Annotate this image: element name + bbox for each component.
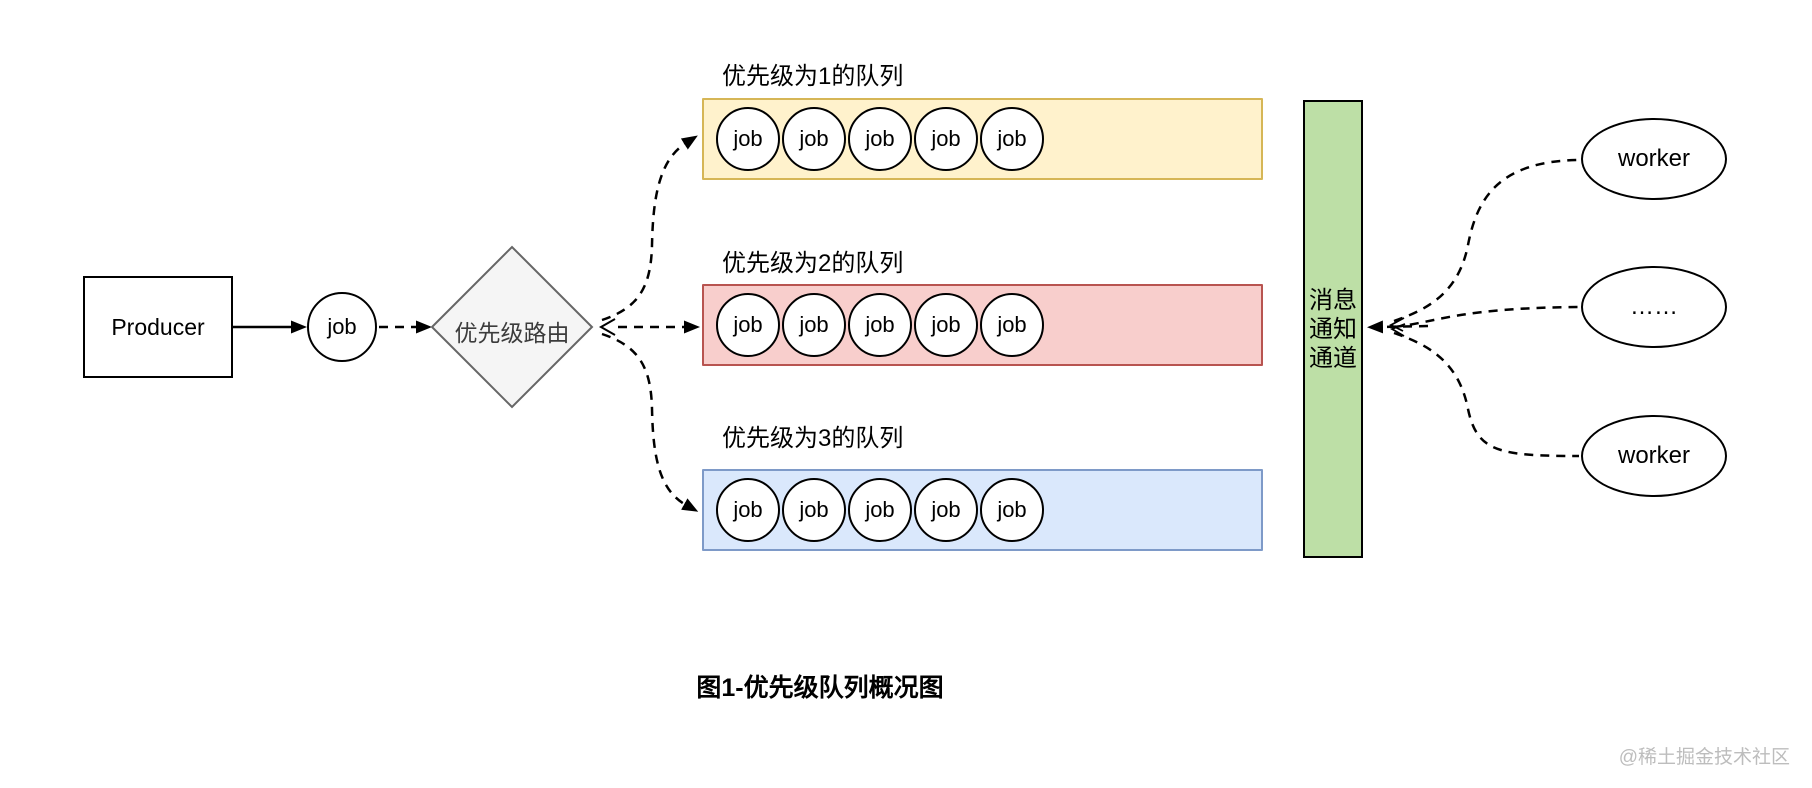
- priority-router-diamond: [430, 245, 594, 409]
- job-circle: job: [848, 293, 912, 357]
- channel-line3: 通道: [1309, 344, 1357, 372]
- job-circle: job: [716, 107, 780, 171]
- job-label: job: [997, 126, 1027, 151]
- workers-ellipsis-label: ……: [1630, 293, 1678, 320]
- job-label: job: [733, 126, 763, 151]
- job-circle: job: [980, 293, 1044, 357]
- arrow-router-to-queue3: [601, 332, 699, 512]
- job-label: job: [931, 126, 961, 151]
- job-circle: job: [980, 107, 1044, 171]
- job-label: job: [733, 497, 763, 522]
- job-circle: job: [848, 107, 912, 171]
- worker1-ellipse: worker: [1581, 118, 1727, 200]
- job-label: job: [865, 126, 895, 151]
- queue2-label: 优先级为2的队列: [722, 250, 904, 277]
- producer-box: Producer: [83, 276, 233, 378]
- job-circle: job: [716, 478, 780, 542]
- worker2-label: worker: [1617, 442, 1690, 469]
- job-label: job: [997, 497, 1027, 522]
- queue1-jobs-row: job job job job job: [716, 107, 1044, 171]
- queue3-jobs-row: job job job job job: [716, 478, 1044, 542]
- job-circle: job: [914, 107, 978, 171]
- job-label: job: [865, 312, 895, 337]
- job-circle: job: [848, 478, 912, 542]
- worker1-label: worker: [1617, 145, 1690, 172]
- curve-channel-to-ellipsis: [1393, 305, 1580, 329]
- job-label: job: [931, 497, 961, 522]
- curve-channel-to-worker2: [1393, 331, 1580, 458]
- job-label: job: [799, 126, 829, 151]
- producer-label: Producer: [111, 313, 205, 340]
- queue3-label: 优先级为3的队列: [722, 425, 904, 452]
- job-label: job: [997, 312, 1027, 337]
- message-channel-box: 消息 通知 通道: [1303, 100, 1363, 558]
- job-circle: job: [914, 293, 978, 357]
- job-token-circle: job: [307, 292, 377, 362]
- arrow-router-to-queue1: [601, 135, 698, 322]
- queue1-label: 优先级为1的队列: [722, 63, 904, 90]
- channel-line2: 通知: [1309, 315, 1357, 343]
- job-circle: job: [914, 478, 978, 542]
- job-circle: job: [782, 478, 846, 542]
- open-arrowhead-router: [598, 318, 616, 336]
- message-channel-label: 消息 通知 通道: [1309, 286, 1357, 373]
- job-label: job: [733, 312, 763, 337]
- curve-channel-to-worker1: [1393, 158, 1580, 323]
- job-circle: job: [782, 107, 846, 171]
- channel-line1: 消息: [1309, 286, 1357, 314]
- workers-ellipsis-ellipse: ……: [1581, 266, 1727, 348]
- job-label: job: [799, 497, 829, 522]
- queue2-box: job job job job job: [702, 284, 1263, 366]
- watermark: @稀土掘金技术社区: [1618, 747, 1790, 768]
- job-label: job: [865, 497, 895, 522]
- job-circle: job: [980, 478, 1044, 542]
- queue2-jobs-row: job job job job job: [716, 293, 1044, 357]
- job-circle: job: [716, 293, 780, 357]
- worker2-ellipse: worker: [1581, 415, 1727, 497]
- queue1-box: job job job job job: [702, 98, 1263, 180]
- job-label: job: [799, 312, 829, 337]
- job-label: job: [931, 312, 961, 337]
- priority-router-label: 优先级路由: [454, 320, 570, 346]
- job-token-label: job: [327, 314, 357, 339]
- job-circle: job: [782, 293, 846, 357]
- figure-caption: 图1-优先级队列概况图: [696, 674, 944, 702]
- queue3-box: job job job job job: [702, 469, 1263, 551]
- arrow-workers-to-channel: [1367, 320, 1429, 334]
